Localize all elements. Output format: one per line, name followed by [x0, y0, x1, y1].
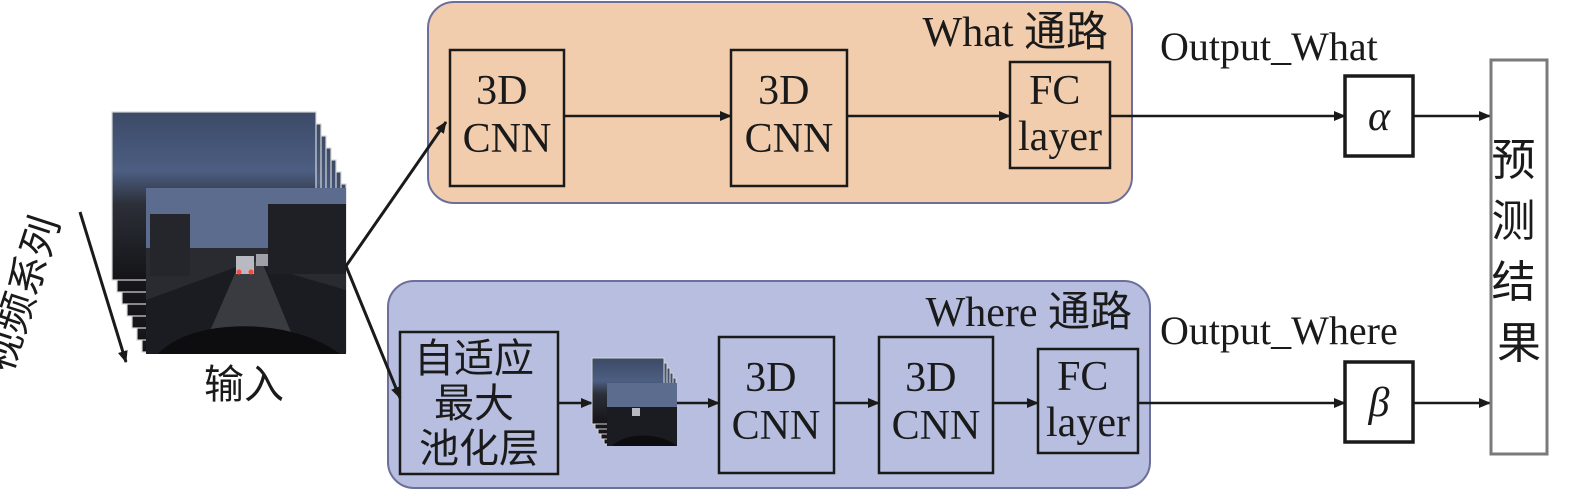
beta-symbol: β: [1368, 380, 1390, 426]
input-to-what-arrow: [344, 121, 448, 267]
what-cnn2-line2: CNN: [745, 116, 834, 162]
where-3d-cnn-block-1: [717, 335, 836, 475]
what-cnn1-line2: CNN: [463, 116, 552, 162]
input-video-frames: [111, 111, 347, 354]
what-fc-line1: FC: [1029, 68, 1080, 114]
pool-line3: 池化层: [419, 426, 539, 471]
where-fc-line1: FC: [1057, 354, 1108, 400]
prediction-result-box: [1489, 58, 1549, 456]
output-where-label: Output_Where: [1160, 308, 1398, 353]
where-cnn1-line1: 3D: [745, 355, 796, 401]
svg-text:3D CNN: 3D CNN: [745, 68, 834, 162]
svg-text:3D CNN: 3D CNN: [463, 68, 552, 162]
svg-text:3D CNN: 3D CNN: [892, 355, 981, 449]
where-cnn2-line2: CNN: [892, 403, 981, 449]
where-pathway-panel: [387, 280, 1151, 489]
where-fc-line2: layer: [1046, 400, 1130, 446]
result-char-1: 预: [1492, 136, 1536, 185]
sequence-arrow: [78, 211, 128, 363]
result-char-2: 测: [1492, 197, 1536, 246]
svg-text:FC layer: FC layer: [1046, 354, 1130, 446]
output-what-label: Output_What: [1160, 24, 1378, 69]
what-cnn2-line1: 3D: [758, 68, 809, 114]
where-cnn1-line2: CNN: [732, 403, 821, 449]
what-fc-line2: layer: [1018, 114, 1102, 160]
pooled-video-frames: [591, 357, 677, 446]
pool-line2: 最大: [434, 381, 514, 426]
svg-text:3D CNN: 3D CNN: [732, 355, 821, 449]
pool-line1: 自适应: [414, 336, 534, 381]
svg-text:自适应 最大 池化层: 自适应 最大 池化层: [414, 336, 544, 471]
svg-text:FC layer: FC layer: [1018, 68, 1102, 160]
video-sequence-label: 视频系列: [0, 211, 69, 377]
what-pathway-title: What 通路: [923, 10, 1108, 56]
input-label: 输入: [204, 362, 284, 407]
where-fc-layer-block: [1036, 347, 1140, 455]
what-pathway-panel: [427, 1, 1133, 204]
result-char-4: 果: [1497, 319, 1541, 368]
svg-text:预 测 结 果: 预 测 结 果: [1492, 136, 1547, 368]
what-cnn1-line1: 3D: [476, 68, 527, 114]
where-cnn2-line1: 3D: [905, 355, 956, 401]
input-to-where-arrow: [344, 265, 402, 399]
alpha-symbol: α: [1368, 94, 1391, 140]
where-pathway-title: Where 通路: [926, 290, 1132, 336]
where-3d-cnn-block-2: [877, 335, 995, 475]
what-3d-cnn-block-1: [448, 48, 566, 188]
result-char-3: 结: [1492, 258, 1536, 307]
